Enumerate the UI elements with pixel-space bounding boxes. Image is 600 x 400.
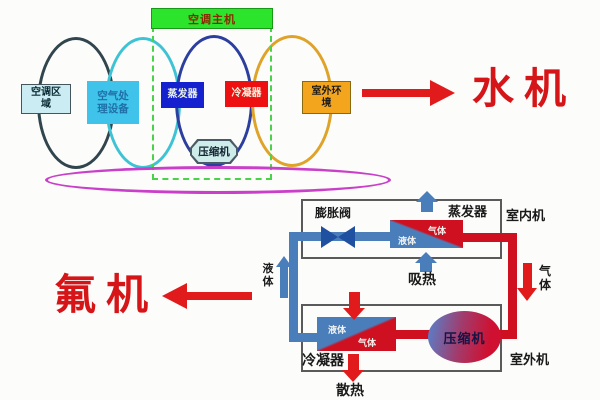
evaporator-label: 蒸发器 (448, 204, 488, 219)
indoor-unit-box (301, 199, 502, 259)
compressor-octagon: 压缩机 (190, 139, 238, 164)
evaporator-gas-label: 气体 (428, 226, 447, 236)
evaporator-liquid-label: 液体 (398, 236, 417, 246)
arrow-right-head-icon (430, 80, 455, 106)
liquid-vertical-label: 液体 (262, 263, 274, 289)
liquid-flow-up-arrow-icon (276, 256, 292, 267)
into-condenser-down-arrow-icon (343, 308, 365, 320)
liquid-flow-up-arrow-icon (280, 267, 288, 298)
compressor-octagon-label: 压缩机 (192, 141, 236, 162)
absorb-heat-up-arrow-icon (420, 263, 432, 272)
expansion-valve-icon (338, 226, 355, 248)
fluorine-machine-label: 氟机 (54, 271, 159, 318)
evaporator-exchanger: 液体 气体 (390, 220, 463, 248)
absorb-heat-up-arrow-icon (415, 252, 437, 263)
condenser-liquid-label: 液体 (328, 325, 347, 335)
dissipate-heat-down-arrow-icon (342, 370, 364, 382)
outdoor-unit-label: 室外机 (510, 352, 550, 367)
gas-pipe-compressor-out (394, 330, 432, 339)
gas-flow-down-arrow-icon (523, 263, 532, 288)
water-machine-label: 水机 (472, 65, 577, 112)
gas-flow-down-arrow-icon (517, 288, 537, 301)
arrow-left-head-icon (162, 283, 187, 309)
air-handler-box: 空气处理设备 (87, 81, 139, 124)
compressor-ellipse: 压缩机 (428, 311, 501, 363)
indoor-unit-label: 室内机 (506, 208, 546, 223)
gas-pipe-compressor-in (493, 330, 517, 339)
expansion-valve-label: 膨胀阀 (315, 206, 352, 220)
summary-ellipse (45, 166, 391, 194)
dissipate-heat-label: 散热 (336, 382, 364, 398)
gas-vertical-label: 气体 (538, 264, 551, 293)
absorb-heat-label: 吸热 (408, 271, 436, 287)
main-unit-banner: 空调主机 (151, 8, 273, 29)
heat-out-up-arrow-icon (416, 191, 438, 202)
condenser-label: 冷凝器 (302, 352, 344, 368)
heat-out-up-arrow-icon (421, 202, 433, 212)
gas-pipe-right (508, 233, 517, 339)
condenser-gas-label: 气体 (358, 338, 377, 348)
gas-pipe-top (460, 233, 517, 242)
evaporator-box: 蒸发器 (161, 82, 204, 108)
outdoor-env-box: 室外环境 (302, 81, 351, 114)
arrow-right-icon (362, 89, 430, 97)
condenser-box: 冷凝器 (225, 81, 268, 107)
arrow-left-icon (186, 292, 252, 300)
liquid-pipe-bottom (289, 333, 321, 342)
liquid-pipe-left (289, 232, 298, 342)
into-condenser-down-arrow-icon (349, 292, 360, 308)
expansion-valve-icon (321, 226, 338, 248)
dissipate-heat-down-arrow-icon (348, 354, 359, 370)
condenser-exchanger: 液体 气体 (317, 317, 396, 351)
zone-box: 空调区域 (21, 84, 71, 114)
